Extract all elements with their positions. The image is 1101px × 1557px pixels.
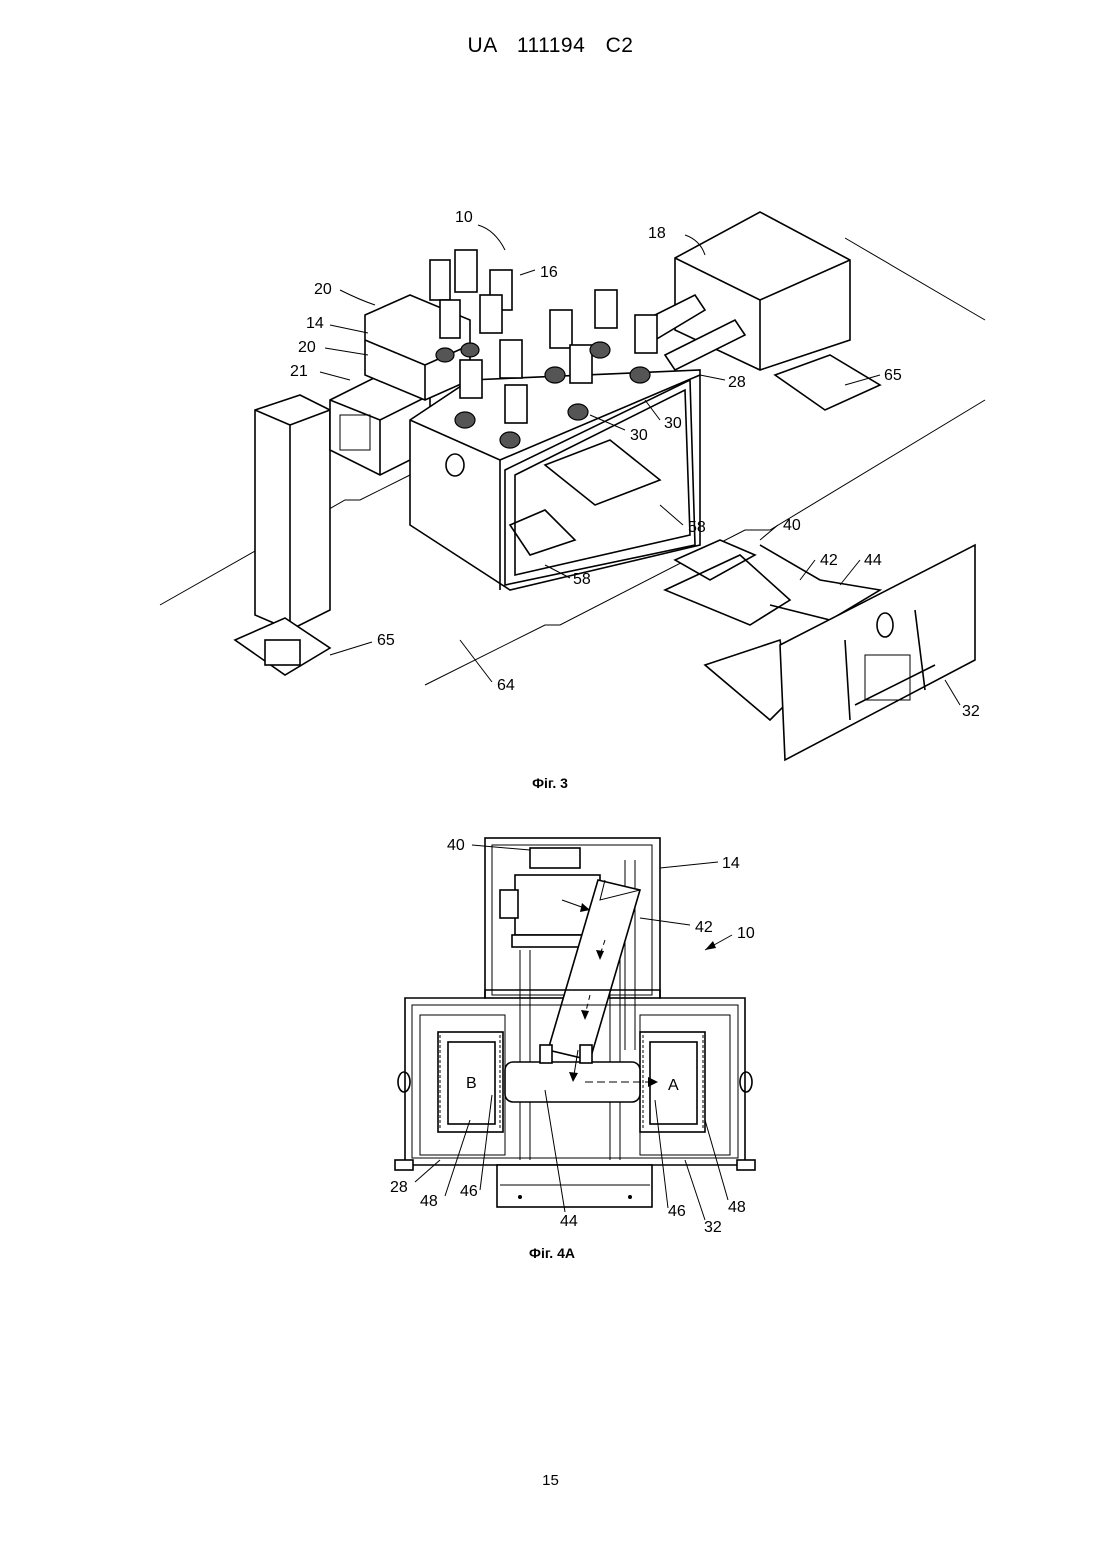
page-number: 15 <box>0 1472 1101 1489</box>
fig4a-label-10: 10 <box>737 925 755 942</box>
fig4a-label-48-right: 48 <box>728 1199 746 1216</box>
fig4a-label-44: 44 <box>560 1213 578 1230</box>
fig4a-label-14: 14 <box>722 855 740 872</box>
fig4a-label-48-left: 48 <box>420 1193 438 1210</box>
fig4a-label-A: A <box>668 1077 679 1094</box>
fig4a-label-42: 42 <box>695 919 713 936</box>
fig4a-label-B: B <box>466 1075 477 1092</box>
figure-4a-drawing: 40 14 42 10 B A 28 48 46 44 46 32 48 <box>0 0 1101 1250</box>
fig4a-label-28: 28 <box>390 1179 408 1196</box>
fig4a-label-46-right: 46 <box>668 1203 686 1220</box>
fig4a-label-40: 40 <box>447 837 465 854</box>
fig4a-label-32: 32 <box>704 1219 722 1236</box>
figure-4a-caption: Фіг. 4A <box>452 1245 652 1261</box>
fig4a-label-46-left: 46 <box>460 1183 478 1200</box>
